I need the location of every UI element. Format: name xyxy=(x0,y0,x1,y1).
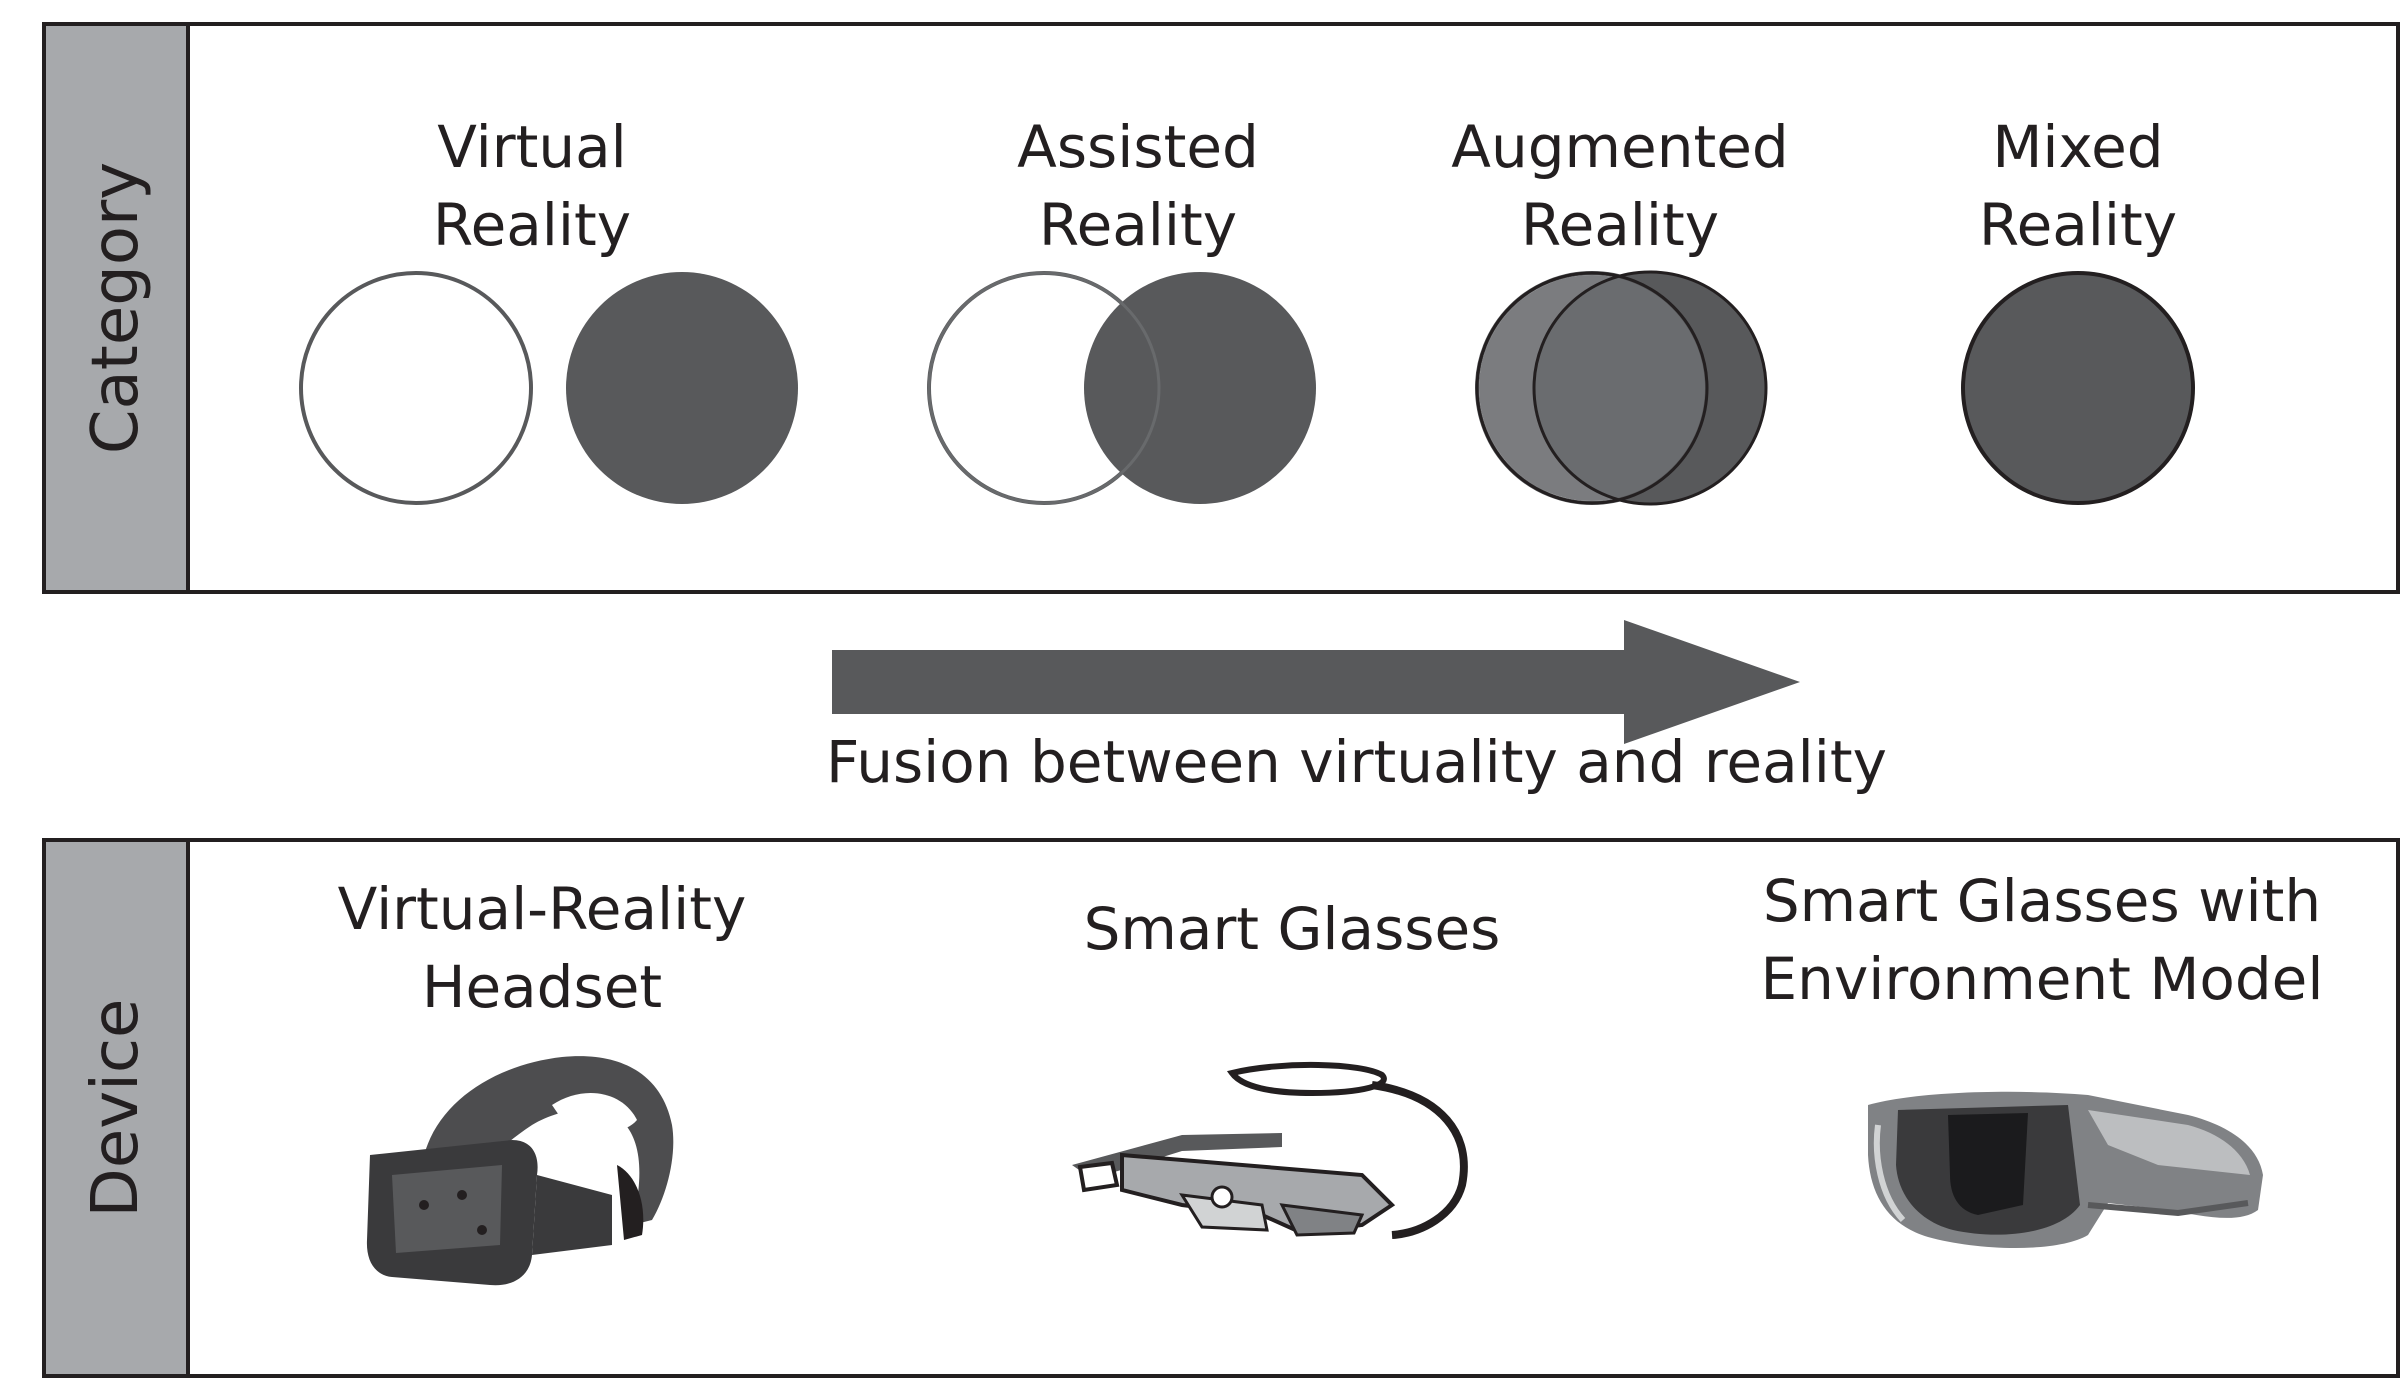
virtual-circle-front xyxy=(1479,275,1705,501)
device-title-smart-glasses: Smart Glasses xyxy=(1083,895,1501,963)
merged-circle xyxy=(1961,271,2195,505)
smart-glasses-icon xyxy=(1072,1061,1468,1239)
virtual-circle xyxy=(566,272,798,504)
device-side-bar: Device xyxy=(46,842,190,1374)
mixed-reality-glasses-icon xyxy=(1868,1091,2263,1248)
device-label: Device xyxy=(79,998,153,1218)
category-side-bar: Category xyxy=(46,26,190,590)
mixed-reality-diagram xyxy=(1961,271,2195,505)
reality-circle xyxy=(299,271,533,505)
augmented-reality-diagram xyxy=(1475,270,1768,506)
vr-headset-icon xyxy=(366,1056,674,1286)
virtual-reality-diagram xyxy=(299,271,798,505)
assisted-reality-diagram xyxy=(927,271,1316,505)
fusion-caption: Fusion between virtuality and reality xyxy=(826,728,1887,796)
virtual-circle xyxy=(1084,272,1316,504)
